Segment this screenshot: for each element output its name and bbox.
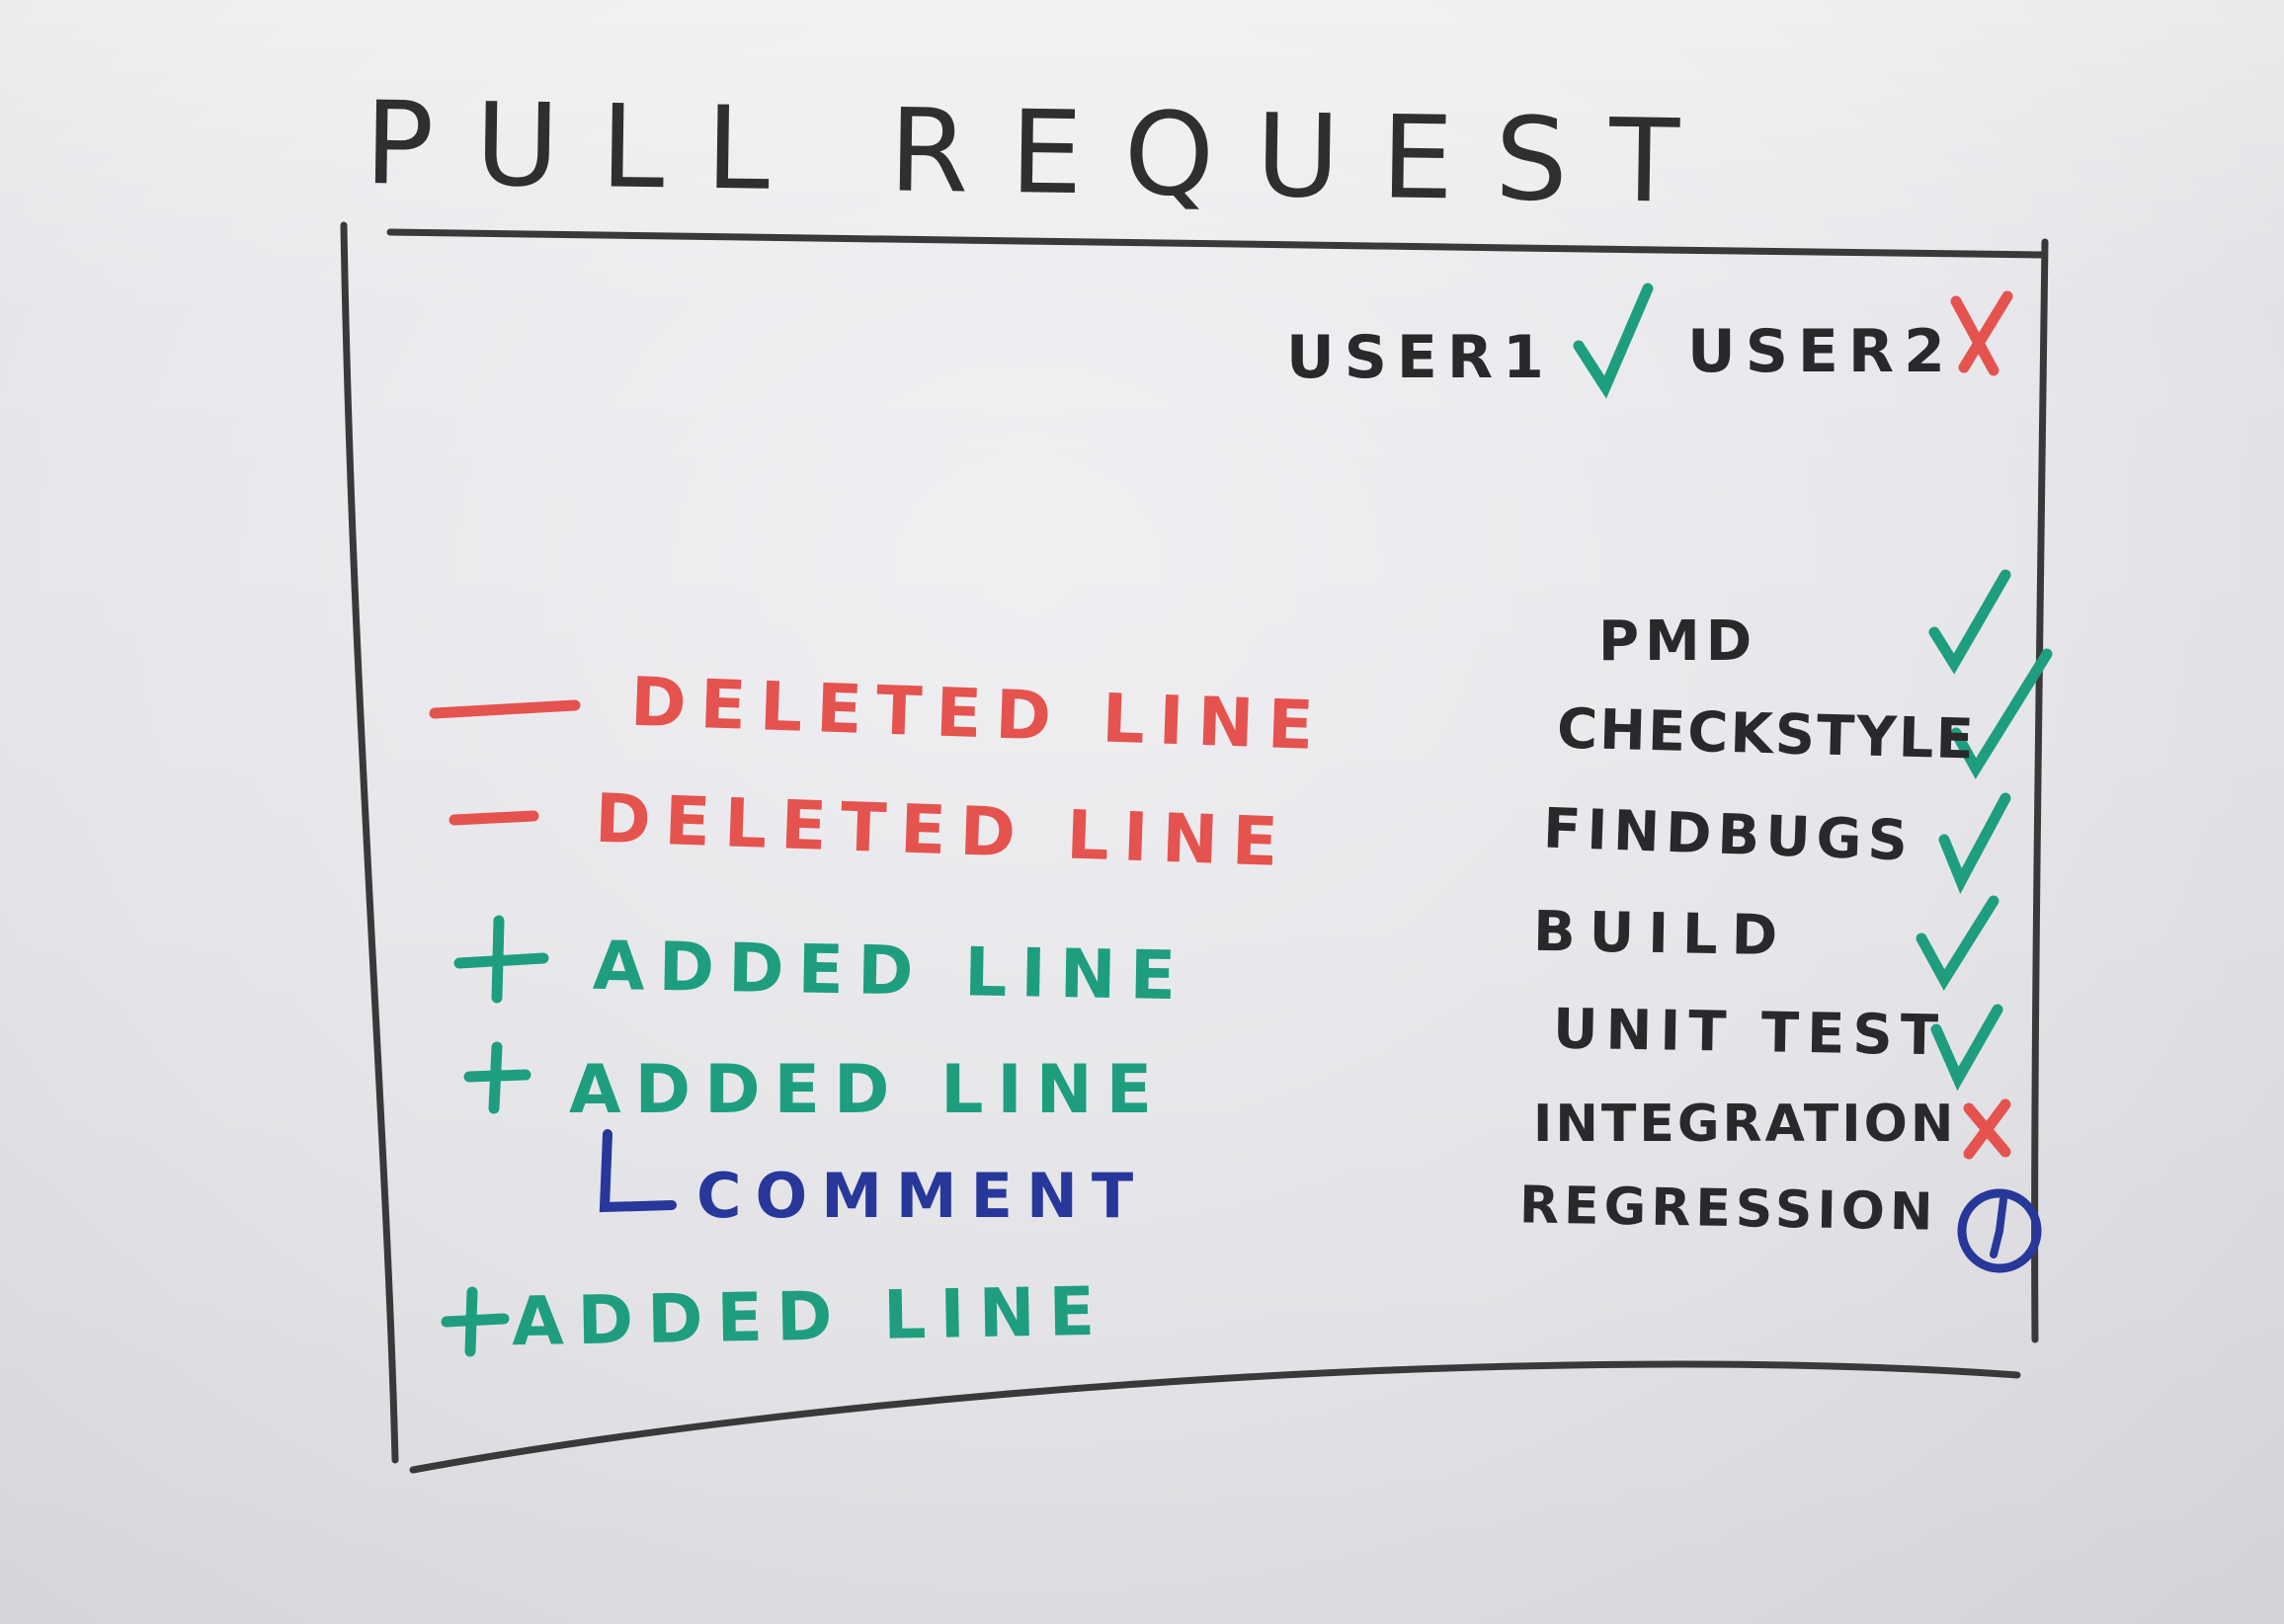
plus-sign bbox=[488, 1041, 503, 1114]
check-icon bbox=[1916, 895, 1999, 991]
added-line-text: ADDED LINE bbox=[511, 1272, 1109, 1362]
minus-sign bbox=[429, 699, 581, 719]
pull-request-frame bbox=[340, 221, 2049, 1474]
frame-right-edge bbox=[2031, 238, 2049, 1343]
reviewer-name: USER1 bbox=[1286, 323, 1554, 392]
comment-connector bbox=[599, 1129, 677, 1213]
check-icon bbox=[1928, 569, 2011, 675]
frame-left-edge bbox=[340, 221, 399, 1464]
added-line-text: ADDED LINE bbox=[569, 1051, 1167, 1129]
plus-sign bbox=[491, 915, 505, 1004]
cross-icon bbox=[1958, 290, 2013, 373]
frame-bottom-edge bbox=[409, 1360, 2021, 1474]
reviewer-marks bbox=[1573, 283, 2013, 399]
check-icon bbox=[1938, 792, 2011, 894]
reviewer-name: USER2 bbox=[1687, 317, 1955, 386]
check-icon bbox=[1930, 1004, 2003, 1092]
check-icon bbox=[1950, 648, 2053, 779]
check-name: CHECKSTYLE bbox=[1556, 696, 1977, 772]
check-name: REGRESSION bbox=[1518, 1176, 1938, 1243]
comment-text: COMMENT bbox=[696, 1160, 1148, 1232]
cross-icon bbox=[1963, 1098, 2011, 1160]
check-name: BUILD bbox=[1532, 899, 1792, 969]
diff-markers bbox=[429, 699, 677, 1357]
frame-top-edge bbox=[386, 228, 2047, 259]
check-name: PMD bbox=[1598, 609, 1758, 674]
check-icon bbox=[1573, 283, 1654, 399]
check-name: INTEGRATION bbox=[1533, 1095, 1957, 1154]
plus-sign bbox=[464, 1286, 478, 1357]
minus-sign bbox=[449, 810, 539, 826]
check-status-marks bbox=[1916, 569, 2053, 1273]
clock-icon bbox=[1957, 1188, 2042, 1273]
check-name: FINDBUGS bbox=[1541, 796, 1915, 874]
added-line-text: ADDED LINE bbox=[592, 927, 1190, 1016]
cross-icon bbox=[1950, 295, 1999, 376]
check-name: UNIT TEST bbox=[1552, 997, 1947, 1069]
